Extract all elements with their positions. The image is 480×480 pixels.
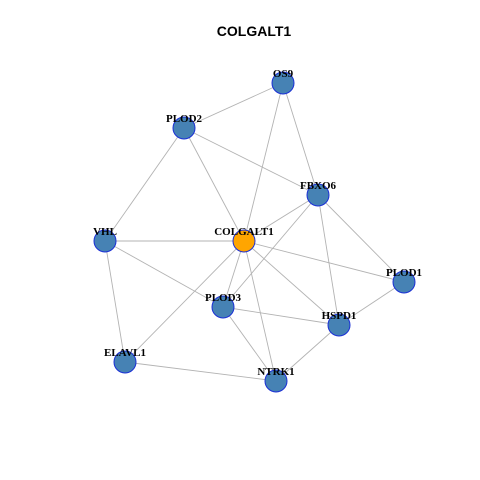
- node-plod1: PLOD1: [386, 267, 422, 294]
- edge-fbxo6-colgalt1: [243, 194, 319, 242]
- edge-layer: [104, 82, 405, 382]
- edge-fbxo6-hspd1: [317, 194, 340, 326]
- node-label-vhl: VHL: [93, 226, 117, 238]
- node-circle-fbxo6: [306, 183, 330, 207]
- node-circle-colgalt1: [232, 229, 256, 253]
- node-colgalt1: COLGALT1: [214, 226, 274, 253]
- diagram-title: COLGALT1: [217, 23, 292, 39]
- edge-colgalt1-ntrk1: [243, 240, 277, 382]
- node-plod3: PLOD3: [205, 292, 242, 319]
- edge-plod2-colgalt1: [183, 127, 245, 242]
- edge-plod2-vhl: [104, 127, 185, 242]
- edge-colgalt1-plod3: [222, 240, 245, 308]
- node-ntrk1: NTRK1: [257, 366, 295, 393]
- node-elavl1: ELAVL1: [104, 347, 146, 374]
- node-circle-vhl: [93, 229, 117, 253]
- node-label-plod3: PLOD3: [205, 292, 242, 304]
- node-label-plod2: PLOD2: [166, 113, 203, 125]
- edge-os9-plod2: [183, 82, 284, 129]
- node-circle-plod3: [211, 295, 235, 319]
- node-circle-ntrk1: [264, 369, 288, 393]
- node-label-elavl1: ELAVL1: [104, 347, 146, 359]
- edge-vhl-plod3: [104, 240, 224, 308]
- node-label-ntrk1: NTRK1: [257, 366, 294, 378]
- edge-fbxo6-plod1: [317, 194, 405, 283]
- edge-elavl1-ntrk1: [124, 361, 277, 382]
- node-fbxo6: FBXO6: [300, 180, 337, 207]
- edge-os9-colgalt1: [243, 82, 284, 242]
- edge-plod3-hspd1: [222, 306, 340, 326]
- node-label-colgalt1: COLGALT1: [214, 226, 274, 238]
- node-circle-hspd1: [327, 313, 351, 337]
- edge-plod3-ntrk1: [222, 306, 277, 382]
- edge-plod2-fbxo6: [183, 127, 319, 196]
- node-circle-plod2: [172, 116, 196, 140]
- edge-colgalt1-hspd1: [243, 240, 340, 326]
- edge-os9-fbxo6: [282, 82, 319, 196]
- node-label-hspd1: HSPD1: [322, 310, 357, 322]
- edge-hspd1-ntrk1: [275, 324, 340, 382]
- edge-plod1-hspd1: [338, 281, 405, 326]
- edge-fbxo6-plod3: [222, 194, 319, 308]
- node-label-os9: OS9: [273, 68, 294, 80]
- edge-colgalt1-plod1: [243, 240, 405, 283]
- node-hspd1: HSPD1: [322, 310, 357, 337]
- edge-vhl-elavl1: [104, 240, 126, 363]
- node-vhl: VHL: [93, 226, 117, 253]
- node-os9: OS9: [271, 68, 295, 95]
- node-circle-os9: [271, 71, 295, 95]
- node-plod2: PLOD2: [166, 113, 203, 140]
- node-circle-elavl1: [113, 350, 137, 374]
- node-label-fbxo6: FBXO6: [300, 180, 337, 192]
- node-circle-plod1: [392, 270, 416, 294]
- node-label-plod1: PLOD1: [386, 267, 422, 279]
- edge-colgalt1-elavl1: [124, 240, 245, 363]
